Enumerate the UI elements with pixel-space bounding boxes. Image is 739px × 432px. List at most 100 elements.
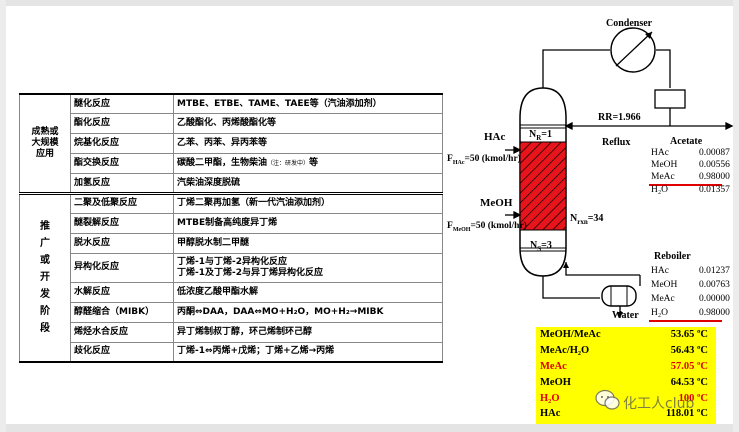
reaction-type: 异构化反应 xyxy=(70,252,174,283)
comp-value: 0.98000 xyxy=(699,308,730,318)
application-table: 成熟或 大规模 应用 醚化反应 MTBE、ETBE、TAME、TAEE等（汽油添… xyxy=(19,93,443,363)
category-char: 开 xyxy=(40,272,50,284)
ns-label: NS=3 xyxy=(530,240,552,253)
category-char: 广 xyxy=(40,238,50,250)
nr-symbol: N xyxy=(529,129,537,140)
comp-name: HAc xyxy=(651,148,669,158)
reflux-label: Reflux xyxy=(602,137,631,148)
reactive-section xyxy=(519,141,567,231)
category-char: 段 xyxy=(40,323,50,335)
watermark-text: 化工人club xyxy=(623,396,695,412)
meoh-feed-rate: FMeOH=50 (kmol/hr) xyxy=(447,221,527,233)
hac-feed-label: HAc xyxy=(484,131,506,143)
hac-feed-line xyxy=(505,145,522,155)
comp-name: MeAc xyxy=(651,294,675,304)
example-line: 丁烯-1与丁烯-2异构化反应 xyxy=(177,256,287,267)
hac-feed-rate: FHAc=50 (kmol/hr) xyxy=(447,154,521,166)
reflux-ratio-label: RR=1.966 xyxy=(598,112,641,123)
table-row: 歧化反应 丁烯-1⇔丙烯+戊烯；丁烯+乙烯→丙烯 xyxy=(20,341,443,363)
category-char: 推 xyxy=(40,221,50,233)
bottoms-line xyxy=(542,262,640,318)
frame-top xyxy=(0,0,739,6)
nrxn-label: Nrxn=34 xyxy=(570,213,603,226)
reboiler-label: Reboiler xyxy=(654,251,691,262)
bp-row: MeAc 57.05 ºC xyxy=(540,361,712,377)
table-row: 醇醛缩合（MIBK） 丙酮⇔DAA，DAA⇔MO+H₂O，MO+H₂→MIBK xyxy=(20,301,443,323)
category-mature: 成熟或 大规模 应用 xyxy=(19,93,71,194)
category-char: 阶 xyxy=(40,306,50,318)
condenser-label: Condenser xyxy=(606,18,653,29)
example-line: 丁烯-1及丁烯-2与异丁烯异构化反应 xyxy=(177,267,323,278)
ns-symbol: N xyxy=(530,240,538,251)
nr-label: NR=1 xyxy=(529,129,552,142)
comp-name: HAc xyxy=(651,266,669,276)
bp-comp: MeAc xyxy=(540,361,567,372)
nr-value: =1 xyxy=(541,129,552,140)
comp-name: MeAc xyxy=(651,172,675,182)
distillate-hac: HAc 0.00087 xyxy=(651,148,730,158)
bottoms-water-underline xyxy=(649,320,722,322)
comp-value: 0.00087 xyxy=(699,148,730,158)
ns-value: =3 xyxy=(541,240,552,251)
f-value: =50 (kmol/hr) xyxy=(470,221,527,231)
overhead-line xyxy=(542,49,734,131)
example-text: 碳酸二甲酯，生物柴油 xyxy=(177,158,268,169)
example-suffix: 等 xyxy=(309,158,319,169)
water-label: Water xyxy=(612,310,639,321)
nr-sub: R xyxy=(536,134,542,142)
comp-name: MeOH xyxy=(651,160,678,170)
table-row: 异构化反应 丁烯-1与丁烯-2异构化反应 丁烯-1及丁烯-2与异丁烯异构化反应 xyxy=(20,252,443,283)
comp-value: 0.98000 xyxy=(699,172,730,182)
bp-row: H₂O 100 ºC xyxy=(540,393,712,409)
nrxn-symbol: N xyxy=(570,213,578,224)
table-row: 推 广 或 开 发 阶 段 二聚及低聚反应 丁烯二聚再加氢（新一代汽油添加剂） xyxy=(19,191,443,363)
f-value: =50 (kmol/hr) xyxy=(464,154,521,164)
table-row: 醚裂解反应 MTBE制备高纯度异丁烯 xyxy=(20,212,443,234)
comp-value: 0.01237 xyxy=(699,266,730,276)
wechat-icon xyxy=(595,389,620,410)
reaction-example: 丁烯-1⇔丙烯+戊烯；丁烯+乙烯→丙烯 xyxy=(173,341,443,363)
bp-value: 57.05 ºC xyxy=(670,361,708,372)
nrxn-value: =34 xyxy=(587,213,604,224)
ns-sub: S xyxy=(537,245,542,253)
category-line: 应用 xyxy=(35,148,54,159)
category-char: 发 xyxy=(40,289,50,301)
distillate-meac: MeAc 0.98000 xyxy=(651,172,730,182)
bottoms-water: H₂O 0.98000 xyxy=(651,308,730,318)
distillation-column xyxy=(519,87,567,277)
bp-row: HAc 118.01 ºC xyxy=(540,408,712,424)
bp-comp: HAc xyxy=(540,408,561,419)
reaction-example: 丁烯-1与丁烯-2异构化反应 丁烯-1及丁烯-2与异丁烯异构化反应 xyxy=(173,252,443,283)
bp-value: 64.53 ºC xyxy=(670,377,708,388)
acetate-label: Acetate xyxy=(670,136,703,147)
category-char: 或 xyxy=(40,255,50,267)
reboiler-icon xyxy=(601,275,641,307)
bp-value: 118.01 ºC xyxy=(666,408,708,419)
category-line: 成熟或 xyxy=(31,126,59,137)
bp-comp: MeOH/MeAc xyxy=(540,329,601,340)
bp-comp: H₂O xyxy=(540,393,560,404)
comp-name: MeOH xyxy=(651,280,678,290)
table-row: 成熟或 大规模 应用 醚化反应 MTBE、ETBE、TAME、TAEE等（汽油添… xyxy=(19,93,443,194)
bp-value: 100 ºC xyxy=(678,393,708,404)
frame-right xyxy=(733,0,739,432)
table-row: 酯交换反应 碳酸二甲酯，生物柴油（注：研发中）等 xyxy=(20,153,443,175)
f-sub: MeOH xyxy=(452,226,471,233)
comp-name: H₂O xyxy=(651,308,669,318)
f-symbol: F xyxy=(447,154,453,164)
bottoms-hac: HAc 0.01237 xyxy=(651,266,730,276)
f-symbol: F xyxy=(447,221,453,231)
comp-value: 0.00763 xyxy=(699,280,730,290)
comp-value: 0.01357 xyxy=(699,185,730,195)
distillate-meac-underline xyxy=(649,184,722,186)
frame-bottom xyxy=(0,424,739,432)
category-developing: 推 广 或 开 发 阶 段 xyxy=(19,191,71,363)
nrxn-sub: rxn xyxy=(577,218,588,226)
